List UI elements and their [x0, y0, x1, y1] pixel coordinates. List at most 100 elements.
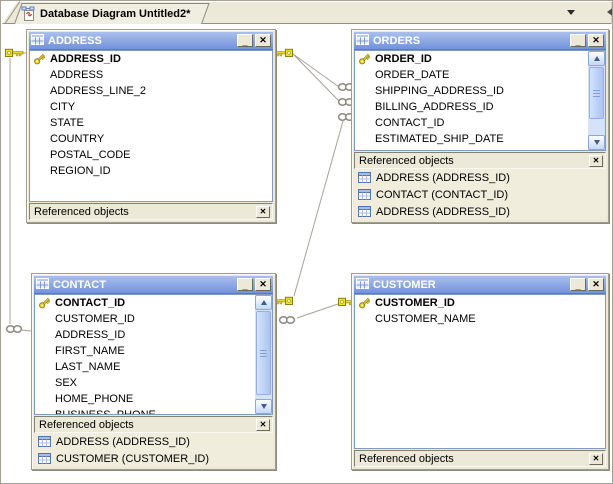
column-row[interactable]: ACTUAL_SHIP_DATE	[355, 147, 587, 150]
column-row[interactable]: ADDRESS_ID	[30, 51, 272, 67]
column-row[interactable]: CUSTOMER_NAME	[355, 311, 605, 327]
referenced-objects-bar: Referenced objects ✕	[354, 152, 606, 169]
column-row[interactable]: ADDRESS_ID	[35, 327, 254, 343]
scrollbar-thumb[interactable]	[256, 311, 271, 395]
referenced-object-item[interactable]: ADDRESS (ADDRESS_ID)	[34, 433, 273, 450]
relationship-key-icon[interactable]	[274, 48, 293, 57]
column-row[interactable]: CUSTOMER_ID	[355, 295, 605, 311]
arrow-up-icon	[260, 300, 267, 305]
close-button[interactable]: ✕	[255, 34, 271, 47]
partial-scroll-left-icon[interactable]	[607, 7, 612, 17]
arrow-down-icon	[593, 140, 600, 145]
column-name: CONTACT_ID	[55, 297, 126, 309]
column-row[interactable]: ESTIMATED_SHIP_DATE	[355, 131, 587, 147]
table-icon	[356, 33, 369, 48]
table-title: ADDRESS	[48, 34, 102, 47]
column-row[interactable]: STATE	[30, 115, 272, 131]
referenced-object-label: CUSTOMER (CUSTOMER_ID)	[56, 452, 209, 465]
column-row[interactable]: LAST_NAME	[35, 359, 254, 375]
column-row[interactable]: CITY	[30, 99, 272, 115]
referenced-object-item[interactable]: ADDRESS (ADDRESS_ID)	[354, 169, 606, 186]
table-window-contact[interactable]: CONTACT _ ✕ CONTACT_ID CUSTOMER_ID ADDRE…	[31, 273, 276, 470]
close-referenced-button[interactable]: ✕	[589, 154, 603, 167]
vertical-scrollbar[interactable]	[588, 51, 605, 150]
column-name: CUSTOMER_NAME	[375, 313, 476, 325]
column-name: FIRST_NAME	[55, 345, 125, 357]
table-titlebar[interactable]: ADDRESS _ ✕	[29, 32, 273, 50]
column-name: BILLING_ADDRESS_ID	[375, 101, 494, 113]
column-name: STATE	[50, 117, 84, 129]
scrollbar-thumb[interactable]	[589, 67, 604, 119]
column-row[interactable]: POSTAL_CODE	[30, 147, 272, 163]
vertical-scrollbar[interactable]	[255, 295, 272, 414]
column-name: ADDRESS_LINE_2	[50, 85, 146, 97]
column-row[interactable]: ORDER_ID	[355, 51, 587, 67]
column-row[interactable]: BUSINESS_PHONE	[35, 407, 254, 414]
column-row[interactable]: SEX	[35, 375, 254, 391]
column-row[interactable]: CONTACT_ID	[35, 295, 254, 311]
minimize-button[interactable]: _	[237, 278, 253, 291]
relationship-key-icon[interactable]	[274, 296, 293, 305]
table-window-orders[interactable]: ORDERS _ ✕ ORDER_ID ORDER_DATE SHIPPING_…	[351, 29, 609, 223]
referenced-object-item[interactable]: CUSTOMER (CUSTOMER_ID)	[34, 450, 273, 467]
column-row[interactable]: ORDER_DATE	[355, 67, 587, 83]
tab-database-diagram[interactable]: Database Diagram Untitled2*	[14, 3, 211, 24]
relationship-chain-icon[interactable]	[5, 325, 23, 333]
close-button[interactable]: ✕	[588, 34, 604, 47]
column-row[interactable]: SHIPPING_ADDRESS_ID	[355, 83, 587, 99]
close-referenced-button[interactable]: ✕	[256, 418, 270, 431]
table-icon	[31, 33, 44, 48]
referenced-objects-bar: Referenced objects ✕	[354, 450, 606, 467]
relationship-key-icon[interactable]	[5, 48, 24, 57]
arrow-down-icon	[260, 404, 267, 409]
column-row[interactable]: HOME_PHONE	[35, 391, 254, 407]
column-name: REGION_ID	[50, 165, 111, 177]
scrollbar-track[interactable]	[588, 66, 605, 135]
table-window-address[interactable]: ADDRESS _ ✕ ADDRESS_ID ADDRESS ADDRESS_L…	[26, 29, 276, 223]
primary-key-icon	[358, 296, 372, 314]
column-row[interactable]: CONTACT_ID	[355, 115, 587, 131]
scroll-down-button[interactable]	[255, 399, 272, 414]
relationship-line[interactable]	[296, 303, 339, 319]
minimize-button[interactable]: _	[570, 278, 586, 291]
close-referenced-button[interactable]: ✕	[256, 205, 270, 218]
table-title: CUSTOMER	[373, 278, 436, 291]
relationship-line[interactable]	[21, 329, 32, 332]
referenced-objects-bar: Referenced objects ✕	[29, 203, 273, 220]
referenced-objects-label: Referenced objects	[34, 205, 129, 218]
close-referenced-button[interactable]: ✕	[589, 452, 603, 465]
scroll-up-button[interactable]	[588, 51, 605, 66]
table-titlebar[interactable]: ORDERS _ ✕	[354, 32, 606, 50]
column-name: CUSTOMER_ID	[375, 297, 455, 309]
table-window-customer[interactable]: CUSTOMER _ ✕ CUSTOMER_ID CUSTOMER_NAME R…	[351, 273, 609, 470]
column-row[interactable]: REGION_ID	[30, 163, 272, 179]
primary-key-icon	[38, 296, 52, 314]
column-row[interactable]: ADDRESS_LINE_2	[30, 83, 272, 99]
relationship-chain-icon[interactable]	[278, 316, 296, 324]
table-grid-icon	[38, 453, 51, 464]
close-button[interactable]: ✕	[588, 278, 604, 291]
scroll-up-button[interactable]	[255, 295, 272, 310]
column-row[interactable]: FIRST_NAME	[35, 343, 254, 359]
close-button[interactable]: ✕	[255, 278, 271, 291]
column-name: POSTAL_CODE	[50, 149, 131, 161]
column-name: ADDRESS_ID	[55, 329, 126, 341]
relationship-line[interactable]	[293, 120, 344, 297]
column-row[interactable]: COUNTRY	[30, 131, 272, 147]
tab-list-dropdown-icon[interactable]	[567, 10, 575, 15]
scrollbar-track[interactable]	[255, 310, 272, 399]
table-titlebar[interactable]: CUSTOMER _ ✕	[354, 276, 606, 294]
table-titlebar[interactable]: CONTACT _ ✕	[34, 276, 273, 294]
minimize-button[interactable]: _	[570, 34, 586, 47]
column-row[interactable]: BILLING_ADDRESS_ID	[355, 99, 587, 115]
column-row[interactable]: CUSTOMER_ID	[35, 311, 254, 327]
referenced-object-item[interactable]: ADDRESS (ADDRESS_ID)	[354, 203, 606, 220]
relationship-line[interactable]	[292, 53, 340, 88]
minimize-button[interactable]: _	[237, 34, 253, 47]
scroll-down-button[interactable]	[588, 135, 605, 150]
column-row[interactable]: ADDRESS	[30, 67, 272, 83]
relationship-line[interactable]	[292, 53, 340, 102]
diagram-canvas[interactable]: ADDRESS _ ✕ ADDRESS_ID ADDRESS ADDRESS_L…	[2, 24, 612, 483]
referenced-object-item[interactable]: CONTACT (CONTACT_ID)	[354, 186, 606, 203]
column-list: ADDRESS_ID ADDRESS ADDRESS_LINE_2 CITY S…	[29, 50, 273, 202]
